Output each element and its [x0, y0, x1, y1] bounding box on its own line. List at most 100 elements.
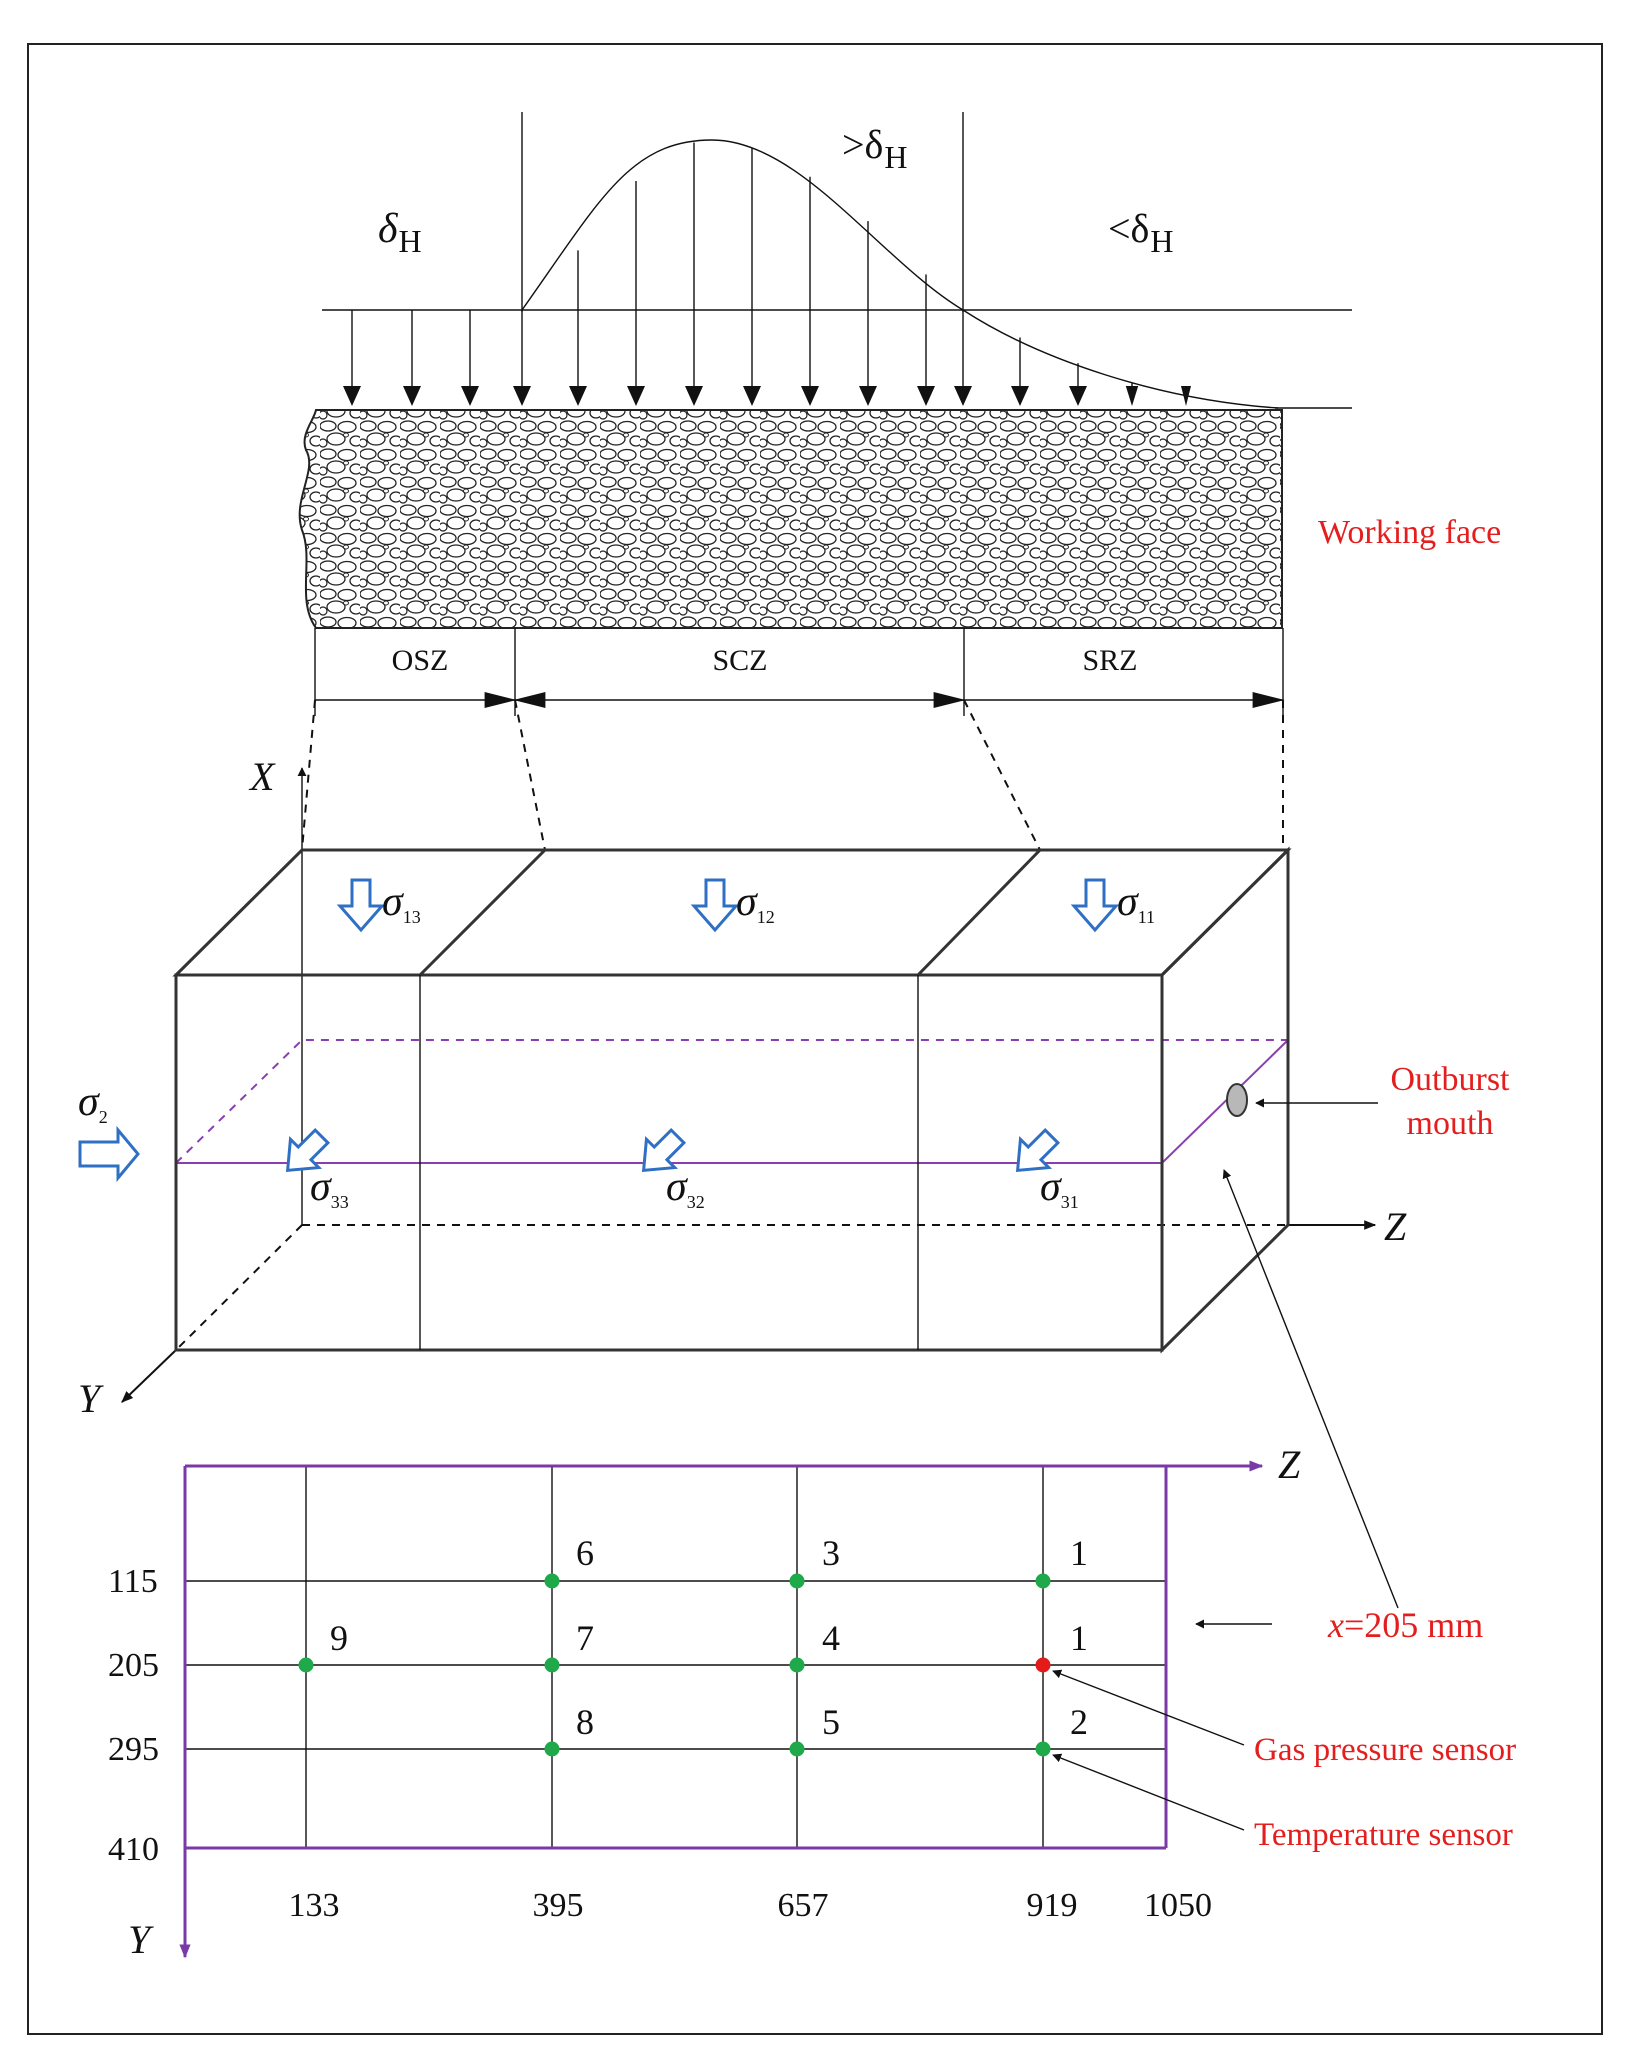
section-plane-back [175, 1039, 1288, 1164]
stress-arrow-head [1125, 386, 1139, 406]
stress-arrow-head [801, 386, 819, 406]
sensor-number: 1 [1070, 1533, 1088, 1573]
diagonal-arrow-icon [641, 1127, 687, 1173]
stress-arrow-s33: σ33 [285, 1127, 349, 1212]
temperature-sensor [1035, 1573, 1051, 1589]
grid-z-axis-label: Z [1278, 1442, 1301, 1487]
stress-arrow-head [1069, 386, 1087, 406]
sigma-32-label: σ32 [666, 1164, 705, 1212]
stress-arrow-head [685, 386, 703, 406]
abutment-pressure-curve [521, 139, 1279, 409]
sigma-11-label: σ11 [1117, 879, 1155, 927]
stress-arrow-head [627, 386, 645, 406]
stress-arrow-head [403, 386, 421, 406]
section-leader-line [1222, 1169, 1399, 1609]
temperature-sensor [544, 1741, 560, 1757]
temperature-sensor [789, 1657, 805, 1673]
stress-arrow-s2: σ2 [78, 1079, 140, 1183]
stress-arrow-s13: σ13 [336, 878, 421, 933]
stress-arrow-head [859, 386, 877, 406]
z-tick-395: 395 [533, 1887, 584, 1924]
working-face-label: Working face [1318, 514, 1501, 551]
zone-srz-label: SRZ [1082, 644, 1137, 677]
box-right-face [1160, 846, 1290, 1354]
stress-arrow-s31: σ31 [1015, 1127, 1079, 1212]
stress-arrow-head [1011, 386, 1029, 406]
z-axis-label: Z [1384, 1204, 1407, 1249]
outburst-mouth-hole [1226, 1083, 1248, 1117]
stress-arrow-head [569, 386, 587, 406]
down-arrow-icon [690, 878, 740, 933]
sensor-grid: Z Y 115 205 295 410 133 395 657 919 1050 [108, 1169, 1516, 1962]
sigma-31-label: σ31 [1040, 1164, 1079, 1212]
sensor-number: 7 [576, 1618, 594, 1658]
gas-pressure-sensor [1035, 1657, 1051, 1673]
down-arrow-icon [336, 878, 386, 933]
temperature-sensor [789, 1741, 805, 1757]
stress-distribution: δH >δH <δH [322, 112, 1352, 409]
sensor-number: 5 [822, 1702, 840, 1742]
section-position-label: x=205 mm [1327, 1605, 1483, 1645]
zone-dimensions: OSZ SCZ SRZ [314, 628, 1285, 716]
z-tick-657: 657 [778, 1887, 829, 1924]
sigma-33-label: σ33 [310, 1164, 349, 1212]
stress-arrow-s32: σ32 [641, 1127, 705, 1212]
temperature-sensor-label: Temperature sensor [1254, 1817, 1513, 1853]
z-tick-133: 133 [289, 1887, 340, 1924]
stress-arrow-head [461, 386, 479, 406]
zone-scz-label: SCZ [712, 644, 767, 677]
sigma-12-label: σ12 [736, 879, 775, 927]
gas-pressure-sensor-label: Gas pressure sensor [1254, 1732, 1516, 1768]
stress-label-center: >δH [842, 122, 908, 175]
stress-arrow-head [1181, 386, 1191, 406]
sensor-number: 2 [1070, 1702, 1088, 1742]
sigma-2-label: σ2 [78, 1079, 108, 1127]
gas-sensor-pointer [1052, 1669, 1245, 1746]
stress-arrow-s11: σ11 [1070, 878, 1155, 933]
sensor-number: 6 [576, 1533, 594, 1573]
stress-label-right: <δH [1108, 206, 1174, 259]
diagonal-arrow-icon [1015, 1127, 1061, 1173]
sensor-number: 9 [330, 1618, 348, 1658]
temperature-sensor [789, 1573, 805, 1589]
diagonal-arrow-icon [285, 1127, 331, 1173]
stress-arrow-head [743, 386, 761, 406]
grid-lines [185, 1466, 1166, 1848]
z-tick-1050: 1050 [1144, 1887, 1212, 1924]
temperature-sensor [544, 1657, 560, 1673]
sensor-number: 8 [576, 1702, 594, 1742]
sensors [298, 1573, 1051, 1757]
stress-arrow-head [343, 386, 361, 406]
figure-frame [27, 43, 1603, 2035]
right-arrow-icon [78, 1125, 140, 1183]
grid-y-axis-label: Y [128, 1917, 154, 1962]
temperature-sensor [544, 1573, 560, 1589]
sensor-numbers: 6 3 1 9 7 4 1 8 5 2 [330, 1533, 1088, 1742]
y-tick-410: 410 [108, 1831, 159, 1868]
stress-arrow-head [954, 386, 972, 406]
projection-lines [301, 699, 1284, 851]
section-plane-front [176, 1039, 1289, 1164]
stress-arrow-s12: σ12 [690, 878, 775, 933]
temperature-sensor [1035, 1741, 1051, 1757]
stress-arrows [343, 142, 1191, 406]
y-tick-295: 295 [108, 1731, 159, 1768]
zone-osz-label: OSZ [392, 644, 449, 677]
temperature-sensor [298, 1657, 314, 1673]
stress-label-left: δH [378, 206, 422, 259]
sensor-number: 3 [822, 1533, 840, 1573]
stress-arrow-head [917, 386, 935, 406]
sigma-13-label: σ13 [382, 879, 421, 927]
y-tick-205: 205 [108, 1647, 159, 1684]
z-tick-labels: 133 395 657 919 1050 [289, 1887, 1213, 1924]
z-tick-919: 919 [1027, 1887, 1078, 1924]
stress-arrow-head [513, 386, 531, 406]
x-axis-label: X [248, 754, 276, 799]
y-tick-115: 115 [108, 1563, 158, 1600]
temp-sensor-pointer [1052, 1753, 1245, 1831]
y-tick-labels: 115 205 295 410 [108, 1563, 159, 1868]
